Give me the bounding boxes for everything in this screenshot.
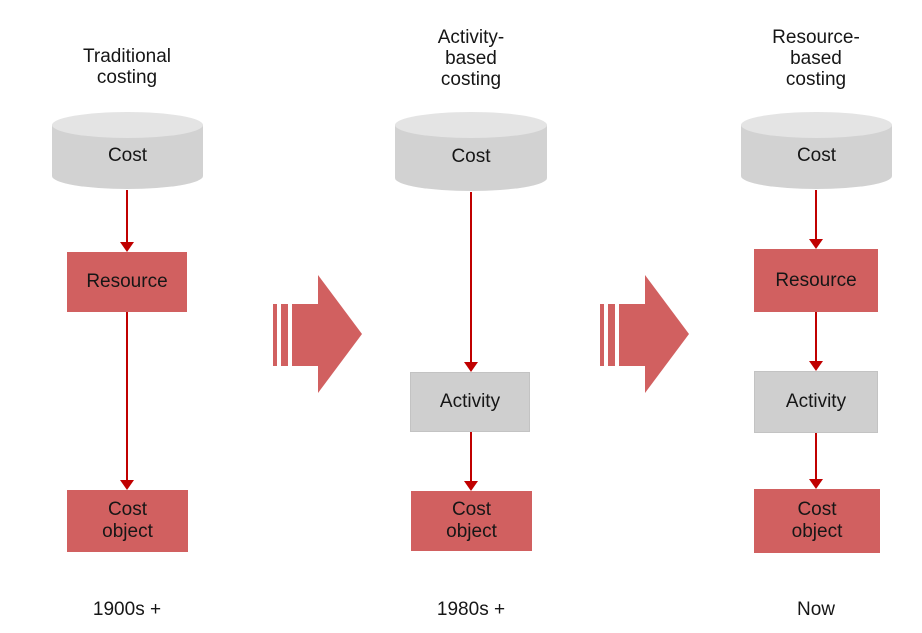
cylinder-icon bbox=[741, 112, 892, 189]
connector-line bbox=[126, 190, 128, 244]
connector-line bbox=[470, 432, 472, 483]
activity-box: Activity bbox=[754, 371, 878, 433]
cylinder-label: Cost bbox=[107, 145, 148, 166]
connector-line bbox=[815, 433, 817, 481]
resource-box: Resource bbox=[67, 252, 187, 312]
cylinder-icon bbox=[395, 112, 547, 191]
cylinder-label: Cost bbox=[451, 146, 491, 167]
cost-object-box: Cost object bbox=[411, 491, 532, 551]
arrowhead-icon bbox=[464, 362, 478, 372]
connector-activity-to-cost-object bbox=[464, 432, 478, 491]
cost-cylinder-traditional: Cost bbox=[52, 112, 203, 190]
arrowhead-icon bbox=[809, 361, 823, 371]
era-label-resource-based: Now bbox=[796, 599, 835, 620]
cost-object-box: Cost object bbox=[67, 490, 188, 552]
connector-cost-to-resource bbox=[809, 190, 823, 249]
transition-arrow-icon bbox=[599, 275, 689, 393]
column-title-activity-based: Activity- based costing bbox=[437, 27, 505, 90]
arrowhead-icon bbox=[809, 239, 823, 249]
transition-arrow-icon bbox=[272, 275, 362, 393]
arrowhead-icon bbox=[120, 242, 134, 252]
connector-line bbox=[470, 192, 472, 364]
cost-cylinder-resource-based: Cost bbox=[741, 112, 892, 190]
connector-resource-to-cost-object bbox=[120, 312, 134, 490]
arrowhead-icon bbox=[120, 480, 134, 490]
era-label-traditional: 1900s + bbox=[92, 599, 162, 620]
connector-cost-to-activity bbox=[464, 192, 478, 372]
connector-line bbox=[815, 312, 817, 363]
cylinder-icon bbox=[52, 112, 203, 189]
connector-line bbox=[815, 190, 817, 241]
connector-line bbox=[126, 312, 128, 482]
era-label-activity-based: 1980s + bbox=[436, 599, 506, 620]
resource-box: Resource bbox=[754, 249, 878, 312]
column-title-traditional: Traditional costing bbox=[82, 46, 171, 88]
cylinder-label: Cost bbox=[796, 145, 837, 166]
arrowhead-icon bbox=[464, 481, 478, 491]
activity-box: Activity bbox=[410, 372, 530, 432]
connector-cost-to-resource bbox=[120, 190, 134, 252]
connector-activity-to-cost-object bbox=[809, 433, 823, 489]
connector-resource-to-activity bbox=[809, 312, 823, 371]
column-title-resource-based: Resource- based costing bbox=[772, 27, 860, 90]
cost-object-box: Cost object bbox=[754, 489, 880, 553]
cost-cylinder-activity-based: Cost bbox=[395, 112, 547, 192]
arrowhead-icon bbox=[809, 479, 823, 489]
